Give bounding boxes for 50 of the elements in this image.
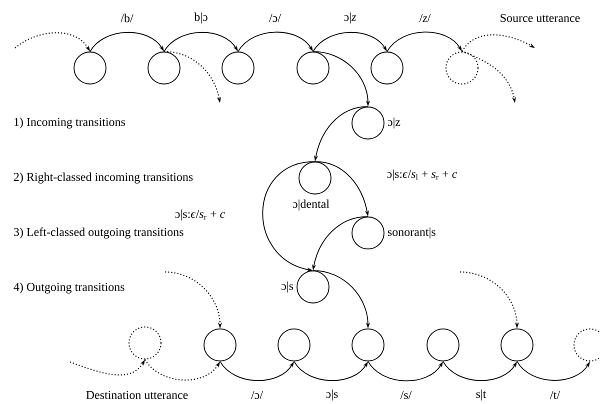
- state-circle: [148, 52, 180, 84]
- transition-label: /ɔ/: [269, 14, 281, 22]
- state-circle: [445, 51, 479, 85]
- state-circle: [278, 328, 310, 362]
- state-label: ɔ|s: [282, 282, 294, 292]
- utterance-label: Source utterance: [500, 14, 580, 22]
- transition-arrow: [294, 360, 368, 382]
- transition-arrow: [90, 32, 164, 52]
- transition-label: /ɔ/: [251, 390, 263, 399]
- state-circle: [74, 52, 106, 84]
- state-circle: [296, 270, 330, 304]
- step-label: 4) Outgoing transitions: [14, 282, 124, 294]
- step-label: 2) Right-classed incoming transitions: [14, 172, 193, 184]
- transition-arrow: [144, 359, 220, 380]
- state-label: ɔ|z: [388, 118, 400, 128]
- state-circle: [352, 106, 384, 140]
- transition-arrow: [164, 32, 238, 52]
- transition-arrow: [442, 360, 517, 382]
- state-circle: [296, 52, 330, 84]
- transition-arrow: [516, 360, 590, 381]
- state-circle: [204, 328, 236, 362]
- transition-arrow: [238, 32, 313, 52]
- state-circle: [298, 162, 332, 194]
- state-circle: [370, 52, 404, 84]
- state-circle: [500, 328, 534, 362]
- state-circle: [222, 52, 254, 84]
- transition-label: s|t: [476, 390, 486, 400]
- state-circle: [426, 328, 460, 362]
- transition-label: ɔ|s:ϵ/s$_{r}$ + c: [175, 210, 225, 220]
- transition-label: ɔ|s: [326, 390, 338, 400]
- transition-arrow: [262, 161, 316, 272]
- transition-label: /b/: [120, 14, 134, 22]
- state-circle: [352, 216, 384, 250]
- transition-arrow: [368, 360, 443, 382]
- transition-label: ɔ|z: [344, 12, 356, 24]
- state-circle: [128, 326, 162, 360]
- transition-label: b|ɔ: [194, 12, 208, 24]
- transition-label: /t/: [550, 390, 560, 399]
- transition-label: /s/: [400, 390, 412, 399]
- transition-label: /z/: [419, 14, 431, 22]
- step-label: 3) Left-classed outgoing transitions: [14, 227, 184, 238]
- step-label: 1) Incoming transitions: [14, 118, 126, 128]
- transition-label: ɔ|s:ϵ/s$_{l}$ + s$_{r}$ + c: [387, 170, 458, 180]
- state-circle: [352, 328, 384, 362]
- transition-arrow: [220, 360, 294, 382]
- transition-arrow: [312, 32, 387, 52]
- state-label: sonorant|s: [388, 228, 436, 238]
- transition-arrow: [386, 32, 462, 52]
- utterance-label: Destination utterance: [86, 390, 188, 399]
- state-label: ɔ|dental: [292, 200, 330, 210]
